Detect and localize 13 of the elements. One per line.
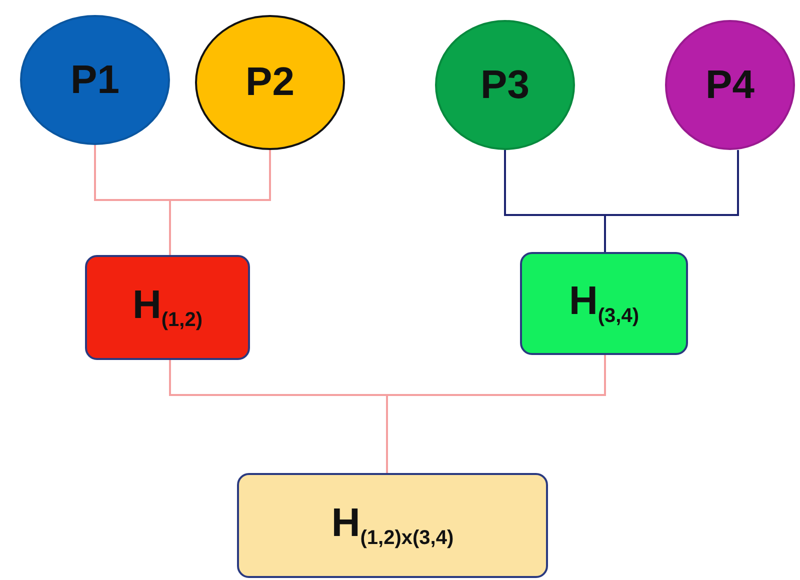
node-label: H$_{(1,2)x(3,4)}$	[331, 501, 454, 550]
node-label: P3	[480, 62, 530, 108]
rounded-box	[237, 473, 548, 578]
rounded-box	[520, 252, 688, 355]
node-label: H$_{(3,4)}$	[568, 279, 639, 328]
node-label: P2	[246, 60, 294, 105]
node-label: P4	[706, 62, 754, 108]
connector-line	[169, 150, 271, 255]
node-label: P1	[70, 58, 120, 102]
rounded-box	[85, 255, 250, 360]
node-label: H$_{(1,2)}$	[132, 283, 202, 332]
connector-line	[604, 150, 739, 252]
connector-line	[386, 355, 606, 473]
